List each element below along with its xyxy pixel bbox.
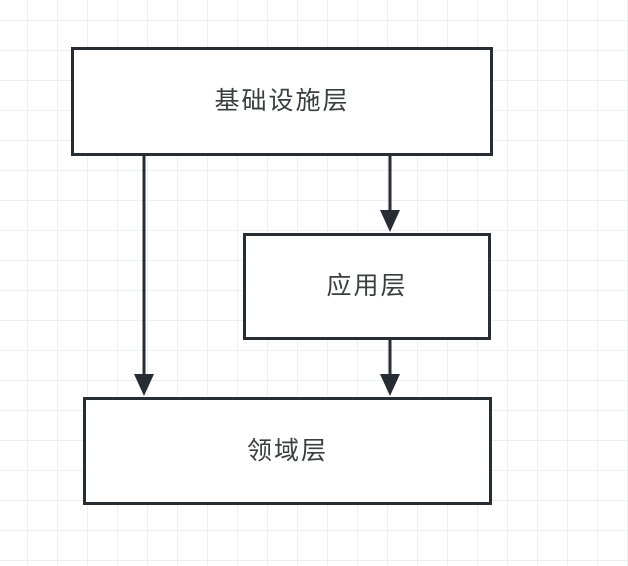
node-infrastructure-layer: 基础设施层 bbox=[71, 47, 493, 156]
edge-infrastructure-to-application-arrow bbox=[380, 156, 400, 232]
node-infrastructure-label: 基础设施层 bbox=[214, 87, 350, 115]
node-application-layer: 应用层 bbox=[243, 233, 491, 340]
arrowhead-icon bbox=[380, 374, 400, 396]
arrowhead-icon bbox=[134, 374, 154, 396]
edge-application-to-domain-arrow bbox=[380, 340, 400, 396]
node-domain-label: 领域层 bbox=[246, 436, 328, 465]
node-domain-layer: 领域层 bbox=[83, 397, 492, 505]
arrowhead-icon bbox=[380, 210, 400, 232]
edge-infrastructure-to-domain-arrow bbox=[134, 156, 154, 396]
node-application-label: 应用层 bbox=[326, 272, 408, 300]
